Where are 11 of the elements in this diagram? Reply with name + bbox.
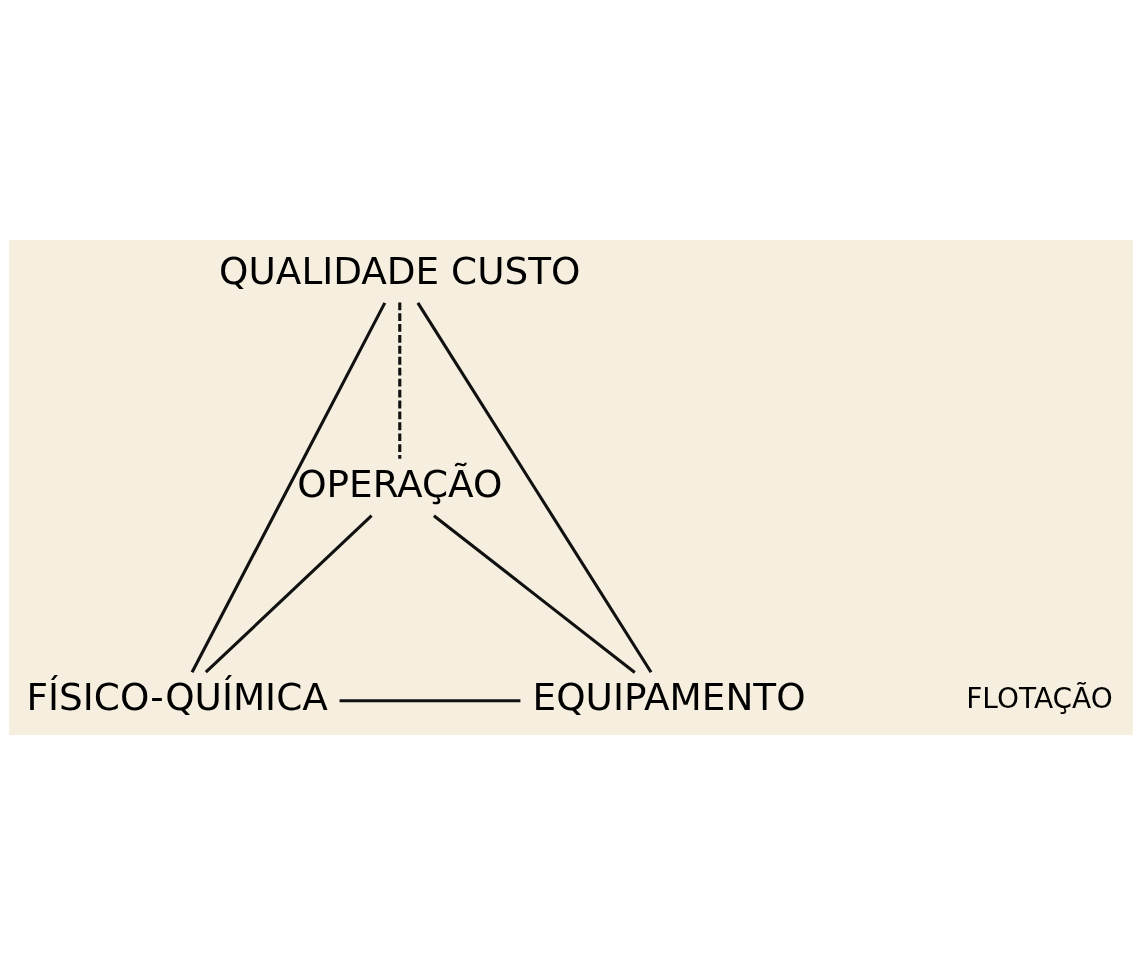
- connector: [190, 301, 387, 673]
- connector: [339, 698, 521, 702]
- connector: [416, 301, 653, 673]
- node-text: OPERAÇÃO: [297, 461, 503, 506]
- connector: [432, 513, 636, 674]
- node-text: QUALIDADE CUSTO: [219, 248, 581, 293]
- connector: [398, 301, 402, 459]
- label: FLOTAÇÃO: [966, 681, 1113, 715]
- node-text: FÍSICO-QUÍMICA: [26, 674, 328, 719]
- node-text: EQUIPAMENTO: [532, 674, 806, 719]
- connector: [204, 514, 373, 673]
